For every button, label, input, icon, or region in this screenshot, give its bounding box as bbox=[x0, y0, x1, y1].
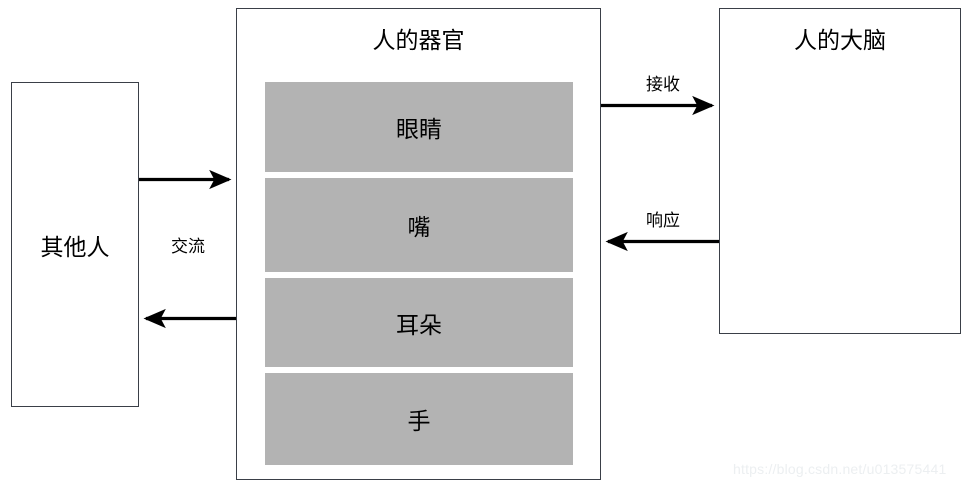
organ-item-ears: 耳朵 bbox=[265, 278, 573, 367]
organ-item-eyes: 眼睛 bbox=[265, 82, 573, 172]
node-other-people-label: 其他人 bbox=[40, 233, 110, 260]
node-human-brain: 人的大脑 bbox=[719, 8, 961, 334]
node-other-people: 其他人 bbox=[11, 82, 139, 407]
organ-label: 手 bbox=[407, 408, 431, 434]
organ-item-hands: 手 bbox=[265, 373, 573, 465]
edge-label-respond: 响应 bbox=[646, 211, 680, 230]
edge-label-receive: 接收 bbox=[646, 75, 680, 94]
organ-label: 嘴 bbox=[407, 214, 431, 240]
organ-label: 眼睛 bbox=[396, 116, 442, 142]
watermark: https://blog.csdn.net/u013575441 bbox=[733, 461, 947, 477]
edge-label-communicate: 交流 bbox=[171, 237, 205, 256]
organ-item-mouth: 嘴 bbox=[265, 178, 573, 272]
node-human-brain-title: 人的大脑 bbox=[794, 27, 886, 53]
organ-label: 耳朵 bbox=[396, 311, 442, 338]
node-human-organs-title: 人的器官 bbox=[372, 27, 465, 53]
